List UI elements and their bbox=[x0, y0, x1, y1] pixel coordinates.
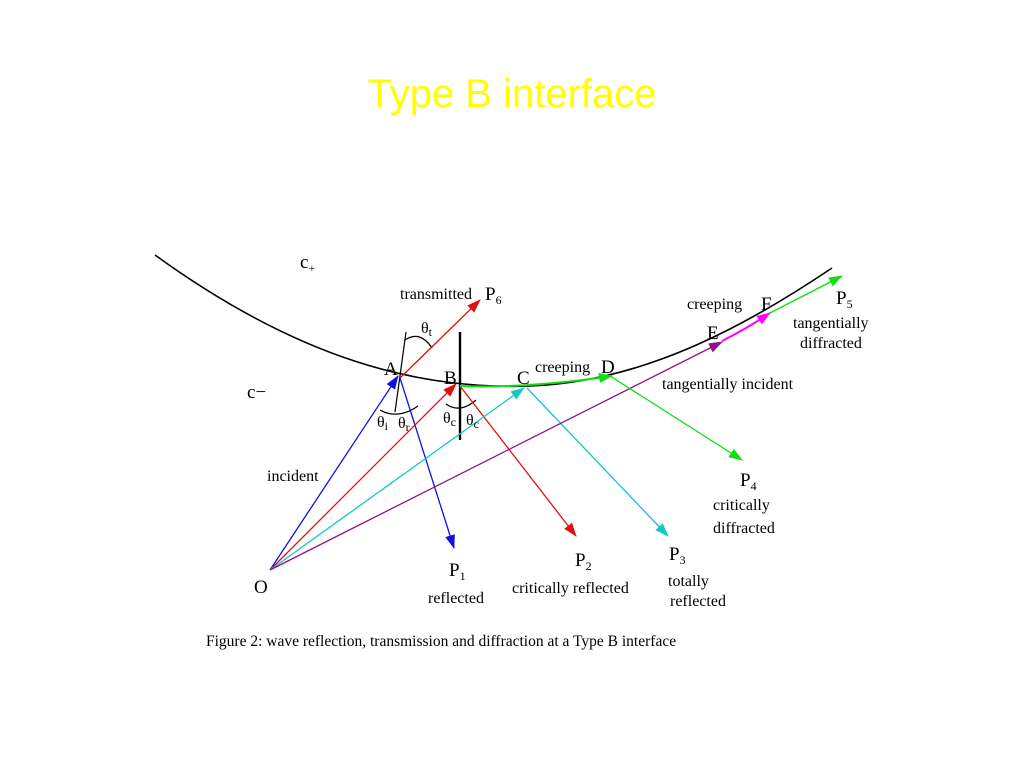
point-e-label: E bbox=[707, 323, 719, 344]
tangentially-diffracted-label: diffracted bbox=[800, 335, 862, 352]
theta-r-label: θr bbox=[398, 415, 410, 434]
medium-upper-label: c+ bbox=[300, 252, 315, 275]
normal-line-a bbox=[394, 331, 407, 413]
theta-c-arc bbox=[445, 399, 477, 409]
ray-o-b bbox=[269, 383, 457, 571]
ray-c-p3 bbox=[526, 387, 669, 537]
target-p4-label: P4 bbox=[740, 470, 757, 493]
creeping-b-d bbox=[459, 373, 613, 388]
creeping-e-f bbox=[721, 312, 771, 342]
ray-b-p2 bbox=[459, 385, 577, 537]
ray-f-p5 bbox=[767, 275, 843, 315]
target-p2-label: P2 bbox=[575, 550, 592, 573]
totally-reflected-label: reflected bbox=[670, 593, 726, 610]
target-p3-label: P3 bbox=[669, 544, 686, 567]
ray-a-p1 bbox=[399, 377, 455, 549]
ray-d-p4 bbox=[609, 375, 743, 461]
tangentially-incident-label: tangentially incident bbox=[662, 376, 794, 393]
medium-lower-label: c− bbox=[247, 382, 266, 403]
totally-label: totally bbox=[668, 573, 709, 590]
ray-o-e bbox=[269, 341, 723, 571]
point-f-label: F bbox=[761, 294, 772, 315]
point-a-label: A bbox=[384, 359, 398, 380]
incident-label: incident bbox=[267, 468, 319, 485]
theta-c-right-label: θc bbox=[466, 412, 479, 431]
creeping-cd-label: creeping bbox=[535, 359, 590, 376]
point-b-label: B bbox=[444, 368, 457, 389]
transmitted-label: transmitted bbox=[400, 286, 472, 303]
point-c-label: C bbox=[517, 368, 530, 389]
ray-o-c bbox=[269, 387, 525, 571]
ray-o-a bbox=[269, 375, 399, 571]
reflected-label: reflected bbox=[428, 590, 484, 607]
critically-label: critically bbox=[713, 497, 770, 514]
theta-c-left-label: θc bbox=[443, 410, 456, 429]
ray-a-p6 bbox=[399, 299, 481, 379]
interface-curve bbox=[154, 254, 833, 388]
theta-t-arc bbox=[404, 335, 433, 349]
target-p6-label: P6 bbox=[485, 284, 502, 307]
slide-title: Type B interface bbox=[367, 72, 657, 116]
theta-t-label: θt bbox=[421, 320, 433, 339]
theta-i-label: θi bbox=[377, 414, 389, 433]
target-p1-label: P1 bbox=[449, 560, 466, 583]
theta-i-r-arc bbox=[379, 405, 419, 415]
tangentially-label: tangentially bbox=[793, 315, 869, 332]
point-o-label: O bbox=[254, 577, 268, 598]
target-p5-label: P5 bbox=[836, 288, 853, 311]
point-d-label: D bbox=[601, 357, 615, 378]
creeping-ef-label: creeping bbox=[687, 296, 742, 313]
critically-reflected-label: critically reflected bbox=[512, 580, 629, 597]
figure-caption: Figure 2: wave reflection, transmission … bbox=[206, 633, 676, 650]
critically-diffracted-label: diffracted bbox=[713, 520, 775, 537]
